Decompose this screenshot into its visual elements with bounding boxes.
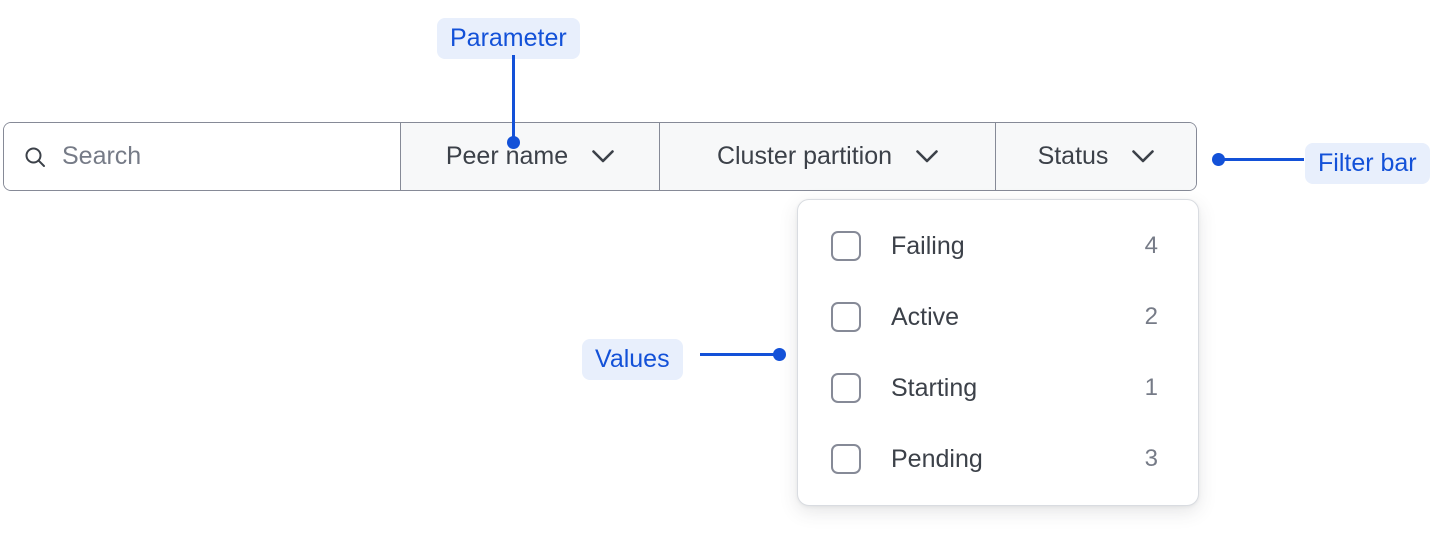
search-field[interactable] bbox=[4, 123, 401, 190]
checkbox-failing[interactable] bbox=[831, 231, 861, 261]
annotation-label-values: Values bbox=[582, 339, 683, 381]
filter-segment-cluster-partition[interactable]: Cluster partition bbox=[660, 123, 996, 190]
option-count: 3 bbox=[1144, 445, 1158, 472]
chevron-down-icon bbox=[592, 150, 614, 163]
filter-label-cluster-partition: Cluster partition bbox=[716, 142, 893, 170]
chevron-down-icon bbox=[1132, 150, 1155, 163]
option-label: Failing bbox=[891, 231, 965, 260]
list-item[interactable]: Starting 1 bbox=[798, 364, 1198, 412]
annotation-dot-values bbox=[773, 348, 786, 361]
annotation-label-filter-bar: Filter bar bbox=[1305, 143, 1430, 185]
annotation-connector-parameter bbox=[512, 55, 515, 143]
filter-bar: Peer name Cluster partition Status bbox=[3, 122, 1197, 191]
option-count: 1 bbox=[1144, 374, 1158, 401]
list-item[interactable]: Failing 4 bbox=[798, 222, 1198, 270]
filter-segment-peer-name[interactable]: Peer name bbox=[401, 123, 660, 190]
search-input[interactable] bbox=[62, 142, 382, 171]
checkbox-active[interactable] bbox=[831, 302, 861, 332]
status-dropdown-panel: Failing 4 Active 2 Starting 1 Pending 3 bbox=[797, 199, 1199, 506]
annotation-label-parameter: Parameter bbox=[437, 18, 580, 60]
annotation-connector-filter-bar bbox=[1218, 158, 1304, 161]
option-count: 2 bbox=[1144, 303, 1158, 330]
option-label: Active bbox=[891, 302, 960, 331]
checkbox-pending[interactable] bbox=[831, 444, 861, 474]
annotation-dot-parameter bbox=[507, 136, 520, 149]
list-item[interactable]: Pending 3 bbox=[798, 435, 1198, 483]
filter-label-peer-name: Peer name bbox=[445, 142, 569, 170]
checkbox-starting[interactable] bbox=[831, 373, 861, 403]
option-label: Starting bbox=[891, 373, 978, 402]
filter-segment-status[interactable]: Status bbox=[996, 123, 1196, 190]
list-item[interactable]: Active 2 bbox=[798, 293, 1198, 341]
option-count: 4 bbox=[1144, 232, 1158, 259]
chevron-down-icon bbox=[916, 150, 938, 163]
option-label: Pending bbox=[891, 444, 983, 473]
search-icon bbox=[25, 147, 45, 167]
annotation-connector-values bbox=[700, 353, 780, 356]
filter-label-status: Status bbox=[1037, 142, 1109, 170]
